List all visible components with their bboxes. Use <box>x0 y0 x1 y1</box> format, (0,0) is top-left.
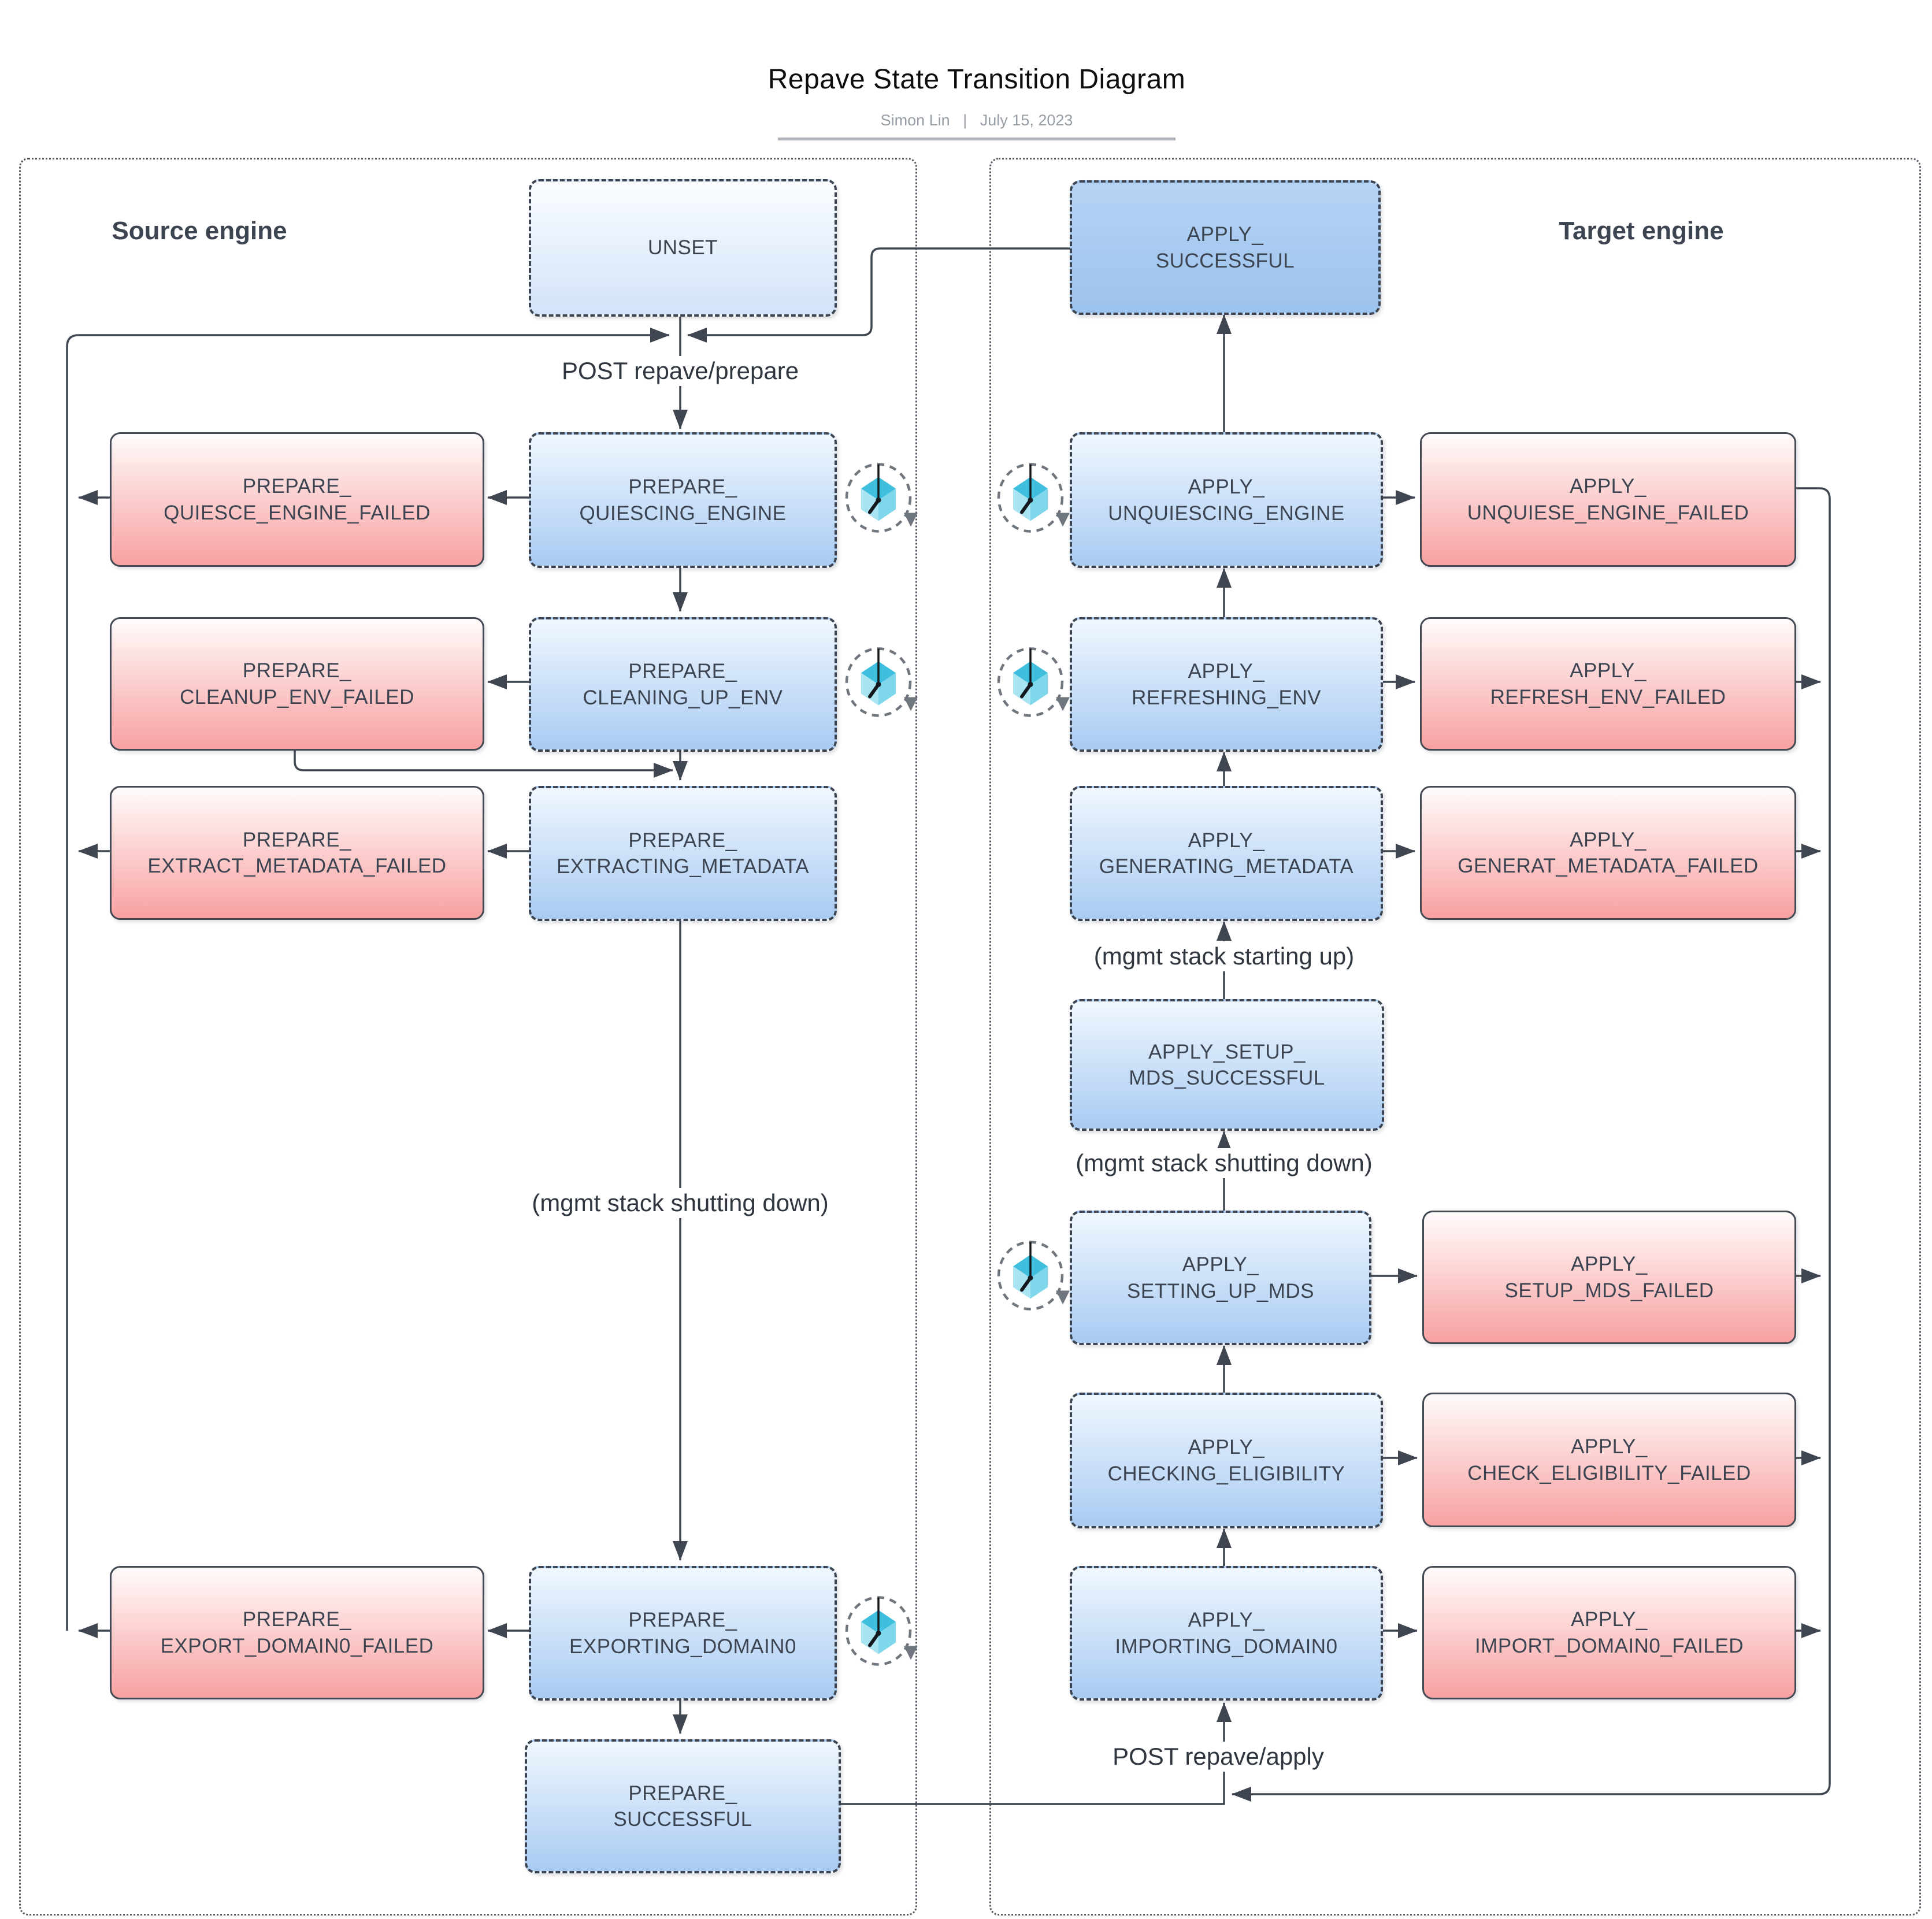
state-prepare-quiescing-engine[interactable]: PREPARE_ QUIESCING_ENGINE <box>529 432 837 568</box>
state-apply-setting-up-mds[interactable]: APPLY_ SETTING_UP_MDS <box>1070 1211 1371 1345</box>
state-prepare-cleaning-up-env[interactable]: PREPARE_ CLEANING_UP_ENV <box>529 617 837 752</box>
diagram-header: Repave State Transition Diagram Simon Li… <box>587 64 1367 140</box>
header-divider <box>778 138 1175 140</box>
state-apply-checking-eligibility[interactable]: APPLY_ CHECKING_ELIGIBILITY <box>1070 1393 1383 1528</box>
byline-pipe: | <box>963 112 967 129</box>
state-apply-unquiese-engine-failed[interactable]: APPLY_ UNQUIESE_ENGINE_FAILED <box>1420 432 1796 567</box>
state-apply-check-eligibility-failed[interactable]: APPLY_ CHECK_ELIGIBILITY_FAILED <box>1422 1393 1796 1527</box>
byline-separator2 <box>967 112 976 129</box>
edge-label-post-repave-apply: POST repave/apply <box>1106 1742 1331 1772</box>
state-prepare-extract-metadata-failed[interactable]: PREPARE_ EXTRACT_METADATA_FAILED <box>110 786 484 920</box>
target-engine-label: Target engine <box>1559 217 1724 245</box>
edge-left-retry-rail <box>66 328 670 1631</box>
state-prepare-export-domain0-failed[interactable]: PREPARE_ EXPORT_DOMAIN0_FAILED <box>110 1566 484 1699</box>
retry-clock-cube-icon <box>999 1242 1070 1309</box>
edge-prepare-successful-to-importing <box>836 1702 1232 1805</box>
state-apply-refresh-env-failed[interactable]: APPLY_ REFRESH_ENV_FAILED <box>1420 617 1796 751</box>
byline-author: Simon Lin <box>880 112 950 129</box>
byline-date: July 15, 2023 <box>980 112 1073 129</box>
edge-right-retry-rail <box>1232 487 1831 1802</box>
edge-label-mgmt-stack-shutting-down-source: (mgmt stack shutting down) <box>525 1188 836 1218</box>
state-apply-import-domain0-failed[interactable]: APPLY_ IMPORT_DOMAIN0_FAILED <box>1422 1566 1796 1699</box>
retry-clock-cube-icon <box>847 1598 918 1665</box>
byline: Simon Lin | July 15, 2023 <box>587 112 1367 129</box>
state-prepare-cleanup-env-failed[interactable]: PREPARE_ CLEANUP_ENV_FAILED <box>110 617 484 751</box>
state-apply-refreshing-env[interactable]: APPLY_ REFRESHING_ENV <box>1070 617 1383 752</box>
byline-separator <box>954 112 963 129</box>
source-engine-label: Source engine <box>112 217 287 245</box>
target-engine-container <box>989 158 1921 1916</box>
edge-label-mgmt-stack-shutting-down-target: (mgmt stack shutting down) <box>1069 1148 1380 1178</box>
page-title: Repave State Transition Diagram <box>767 64 1186 95</box>
retry-clock-cube-icon <box>847 649 918 716</box>
state-prepare-extracting-metadata[interactable]: PREPARE_ EXTRACTING_METADATA <box>529 786 837 921</box>
state-apply-successful[interactable]: APPLY_ SUCCESSFUL <box>1070 180 1381 315</box>
edge-label-mgmt-stack-starting-up: (mgmt stack starting up) <box>1086 941 1362 971</box>
state-apply-setup-mds-failed[interactable]: APPLY_ SETUP_MDS_FAILED <box>1422 1211 1796 1344</box>
source-engine-container <box>19 158 917 1916</box>
icons-layer <box>847 465 1070 1665</box>
edge-apply-successful-to-prepare-junction <box>687 247 1070 343</box>
retry-clock-cube-icon <box>847 465 918 532</box>
edge-label-post-repave-prepare: POST repave/prepare <box>554 356 806 386</box>
state-apply-setup-mds-successful[interactable]: APPLY_SETUP_ MDS_SUCCESSFUL <box>1070 999 1384 1131</box>
state-apply-unquiescing-engine[interactable]: APPLY_ UNQUIESCING_ENGINE <box>1070 432 1383 568</box>
state-apply-importing-domain0[interactable]: APPLY_ IMPORTING_DOMAIN0 <box>1070 1566 1383 1701</box>
retry-clock-cube-icon <box>999 465 1070 532</box>
state-apply-generat-metadata-failed[interactable]: APPLY_ GENERAT_METADATA_FAILED <box>1420 786 1796 920</box>
state-unset[interactable]: UNSET <box>529 179 837 317</box>
retry-clock-cube-icon <box>999 649 1070 716</box>
edge-cleanup-failed-elbow <box>294 747 673 778</box>
state-prepare-successful[interactable]: PREPARE_ SUCCESSFUL <box>525 1739 841 1873</box>
state-apply-generating-metadata[interactable]: APPLY_ GENERATING_METADATA <box>1070 786 1383 921</box>
state-prepare-quiesce-engine-failed[interactable]: PREPARE_ QUIESCE_ENGINE_FAILED <box>110 432 484 567</box>
state-prepare-exporting-domain0[interactable]: PREPARE_ EXPORTING_DOMAIN0 <box>529 1566 837 1701</box>
